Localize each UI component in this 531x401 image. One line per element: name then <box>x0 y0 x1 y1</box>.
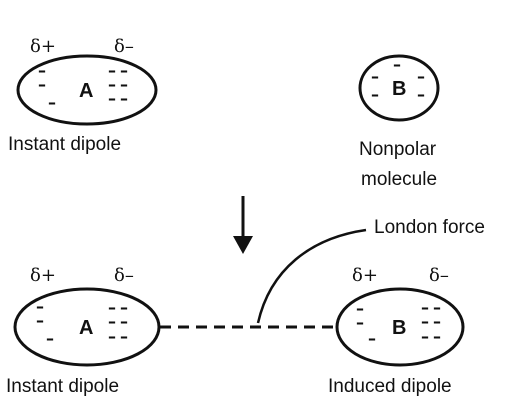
top-left-caption: Instant dipole <box>8 134 121 155</box>
charge: – <box>417 67 425 86</box>
charge: – <box>368 329 376 348</box>
top-left-molecule-a-label: A <box>79 80 93 102</box>
charge: – <box>417 85 425 104</box>
top-left-delta-plus: δ+ <box>30 36 56 57</box>
charge: – <box>120 89 128 108</box>
top-nonpolar-molecule-group: B – – – – – Nonpolar molecule <box>359 55 438 190</box>
charge: – <box>371 85 379 104</box>
bottom-instant-dipole-group: δ+ δ– A – – – – – – – – – Instant dipole <box>6 265 159 397</box>
charge: – <box>46 329 54 348</box>
charge: – <box>433 327 441 346</box>
bottom-left-caption: Instant dipole <box>6 376 119 397</box>
charge: – <box>421 327 429 346</box>
bottom-left-molecule-a-label: A <box>79 317 93 339</box>
top-right-caption-line2: molecule <box>361 169 437 190</box>
bottom-induced-dipole-group: δ+ δ– B – – – – – – – – – Induced dipole <box>328 265 463 397</box>
charge: – <box>356 313 364 332</box>
london-force-label: London force <box>374 217 485 238</box>
bottom-right-molecule-b-label: B <box>392 317 406 339</box>
charge: – <box>120 327 128 346</box>
down-arrow-icon <box>233 196 253 254</box>
bottom-right-delta-minus: δ– <box>429 265 449 286</box>
top-right-molecule-b-label: B <box>392 78 406 100</box>
charge: – <box>371 67 379 86</box>
charge: – <box>108 89 116 108</box>
bottom-right-delta-plus: δ+ <box>352 265 378 286</box>
charge: – <box>393 55 401 74</box>
bottom-left-delta-minus: δ– <box>114 265 134 286</box>
bottom-right-caption: Induced dipole <box>328 376 452 397</box>
top-right-caption-line1: Nonpolar <box>359 139 437 160</box>
top-left-delta-minus: δ– <box>114 36 134 57</box>
charge: – <box>36 311 44 330</box>
top-instant-dipole-group: δ+ δ– A – – – – – – – – – Instant dipole <box>8 36 156 155</box>
charge: – <box>108 327 116 346</box>
charge: – <box>38 75 46 94</box>
charge: – <box>48 93 56 112</box>
bottom-left-delta-plus: δ+ <box>30 265 56 286</box>
